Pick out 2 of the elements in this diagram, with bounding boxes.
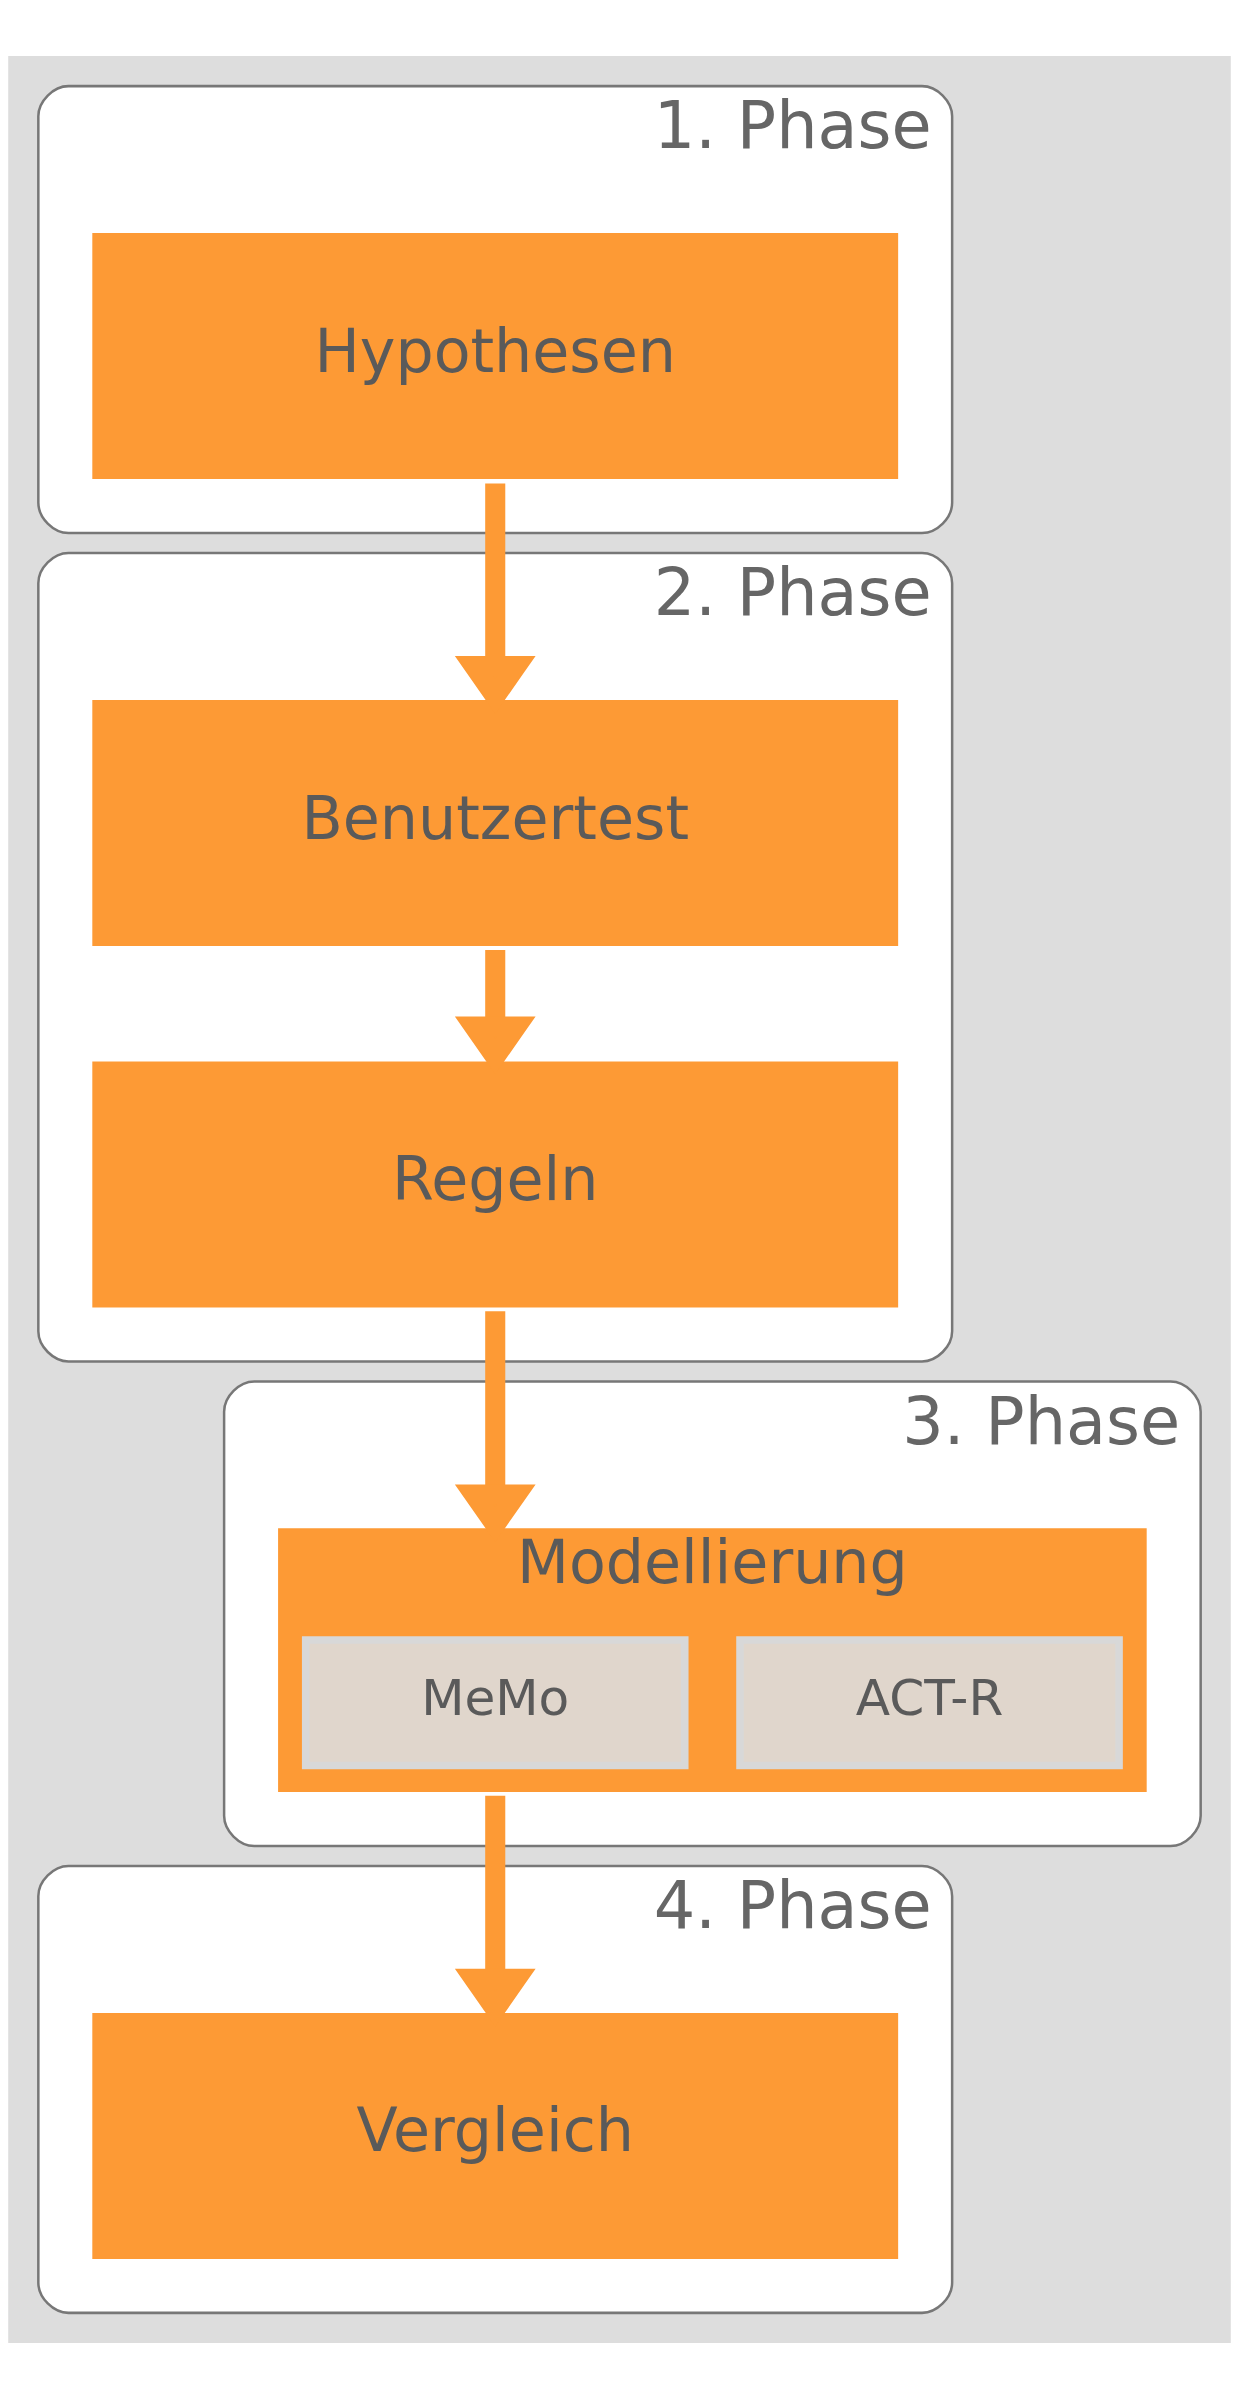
node-box: MeMo xyxy=(301,1635,689,1769)
node-box: ACT-R xyxy=(736,1635,1123,1769)
